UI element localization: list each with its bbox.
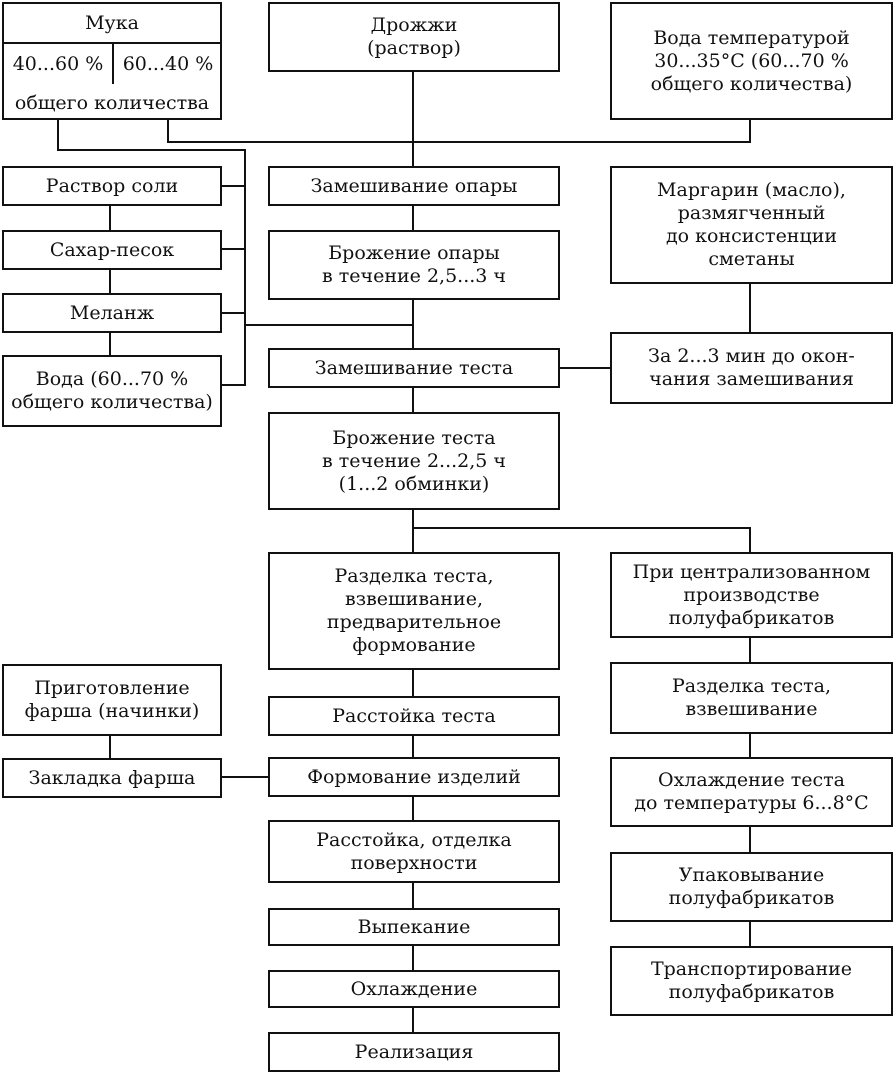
water-left-line-2: общего количества) (11, 391, 213, 413)
dividing-box: Разделка теста, взвешивание, предварител… (268, 552, 560, 670)
sponge-mix-box: Замешивание опары (268, 166, 560, 206)
water-left-box: Вода (60...70 % общего количества) (2, 355, 222, 427)
dough-mix-label: Замешивание теста (314, 356, 514, 379)
water-left-line-1: Вода (60...70 % (35, 368, 189, 390)
shaping-box: Формование изделий (268, 757, 560, 797)
line-flour-right (167, 120, 413, 143)
filling-add-label: Закладка фарша (28, 766, 196, 789)
sugar-label: Сахар-песок (49, 238, 175, 261)
centralized-box: При централизованном производстве полуфа… (610, 552, 893, 638)
line-ferment2-central (413, 527, 751, 552)
dough-ferment-line-2: в течение 2...2,5 ч (322, 449, 506, 472)
sale-label: Реализация (354, 1040, 474, 1063)
sponge-ferment-line-2: в течение 2,5...3 ч (322, 265, 506, 287)
filling-prep-box: Приготовление фарша (начинки) (2, 664, 222, 736)
dividing-line-4: формование (352, 634, 476, 656)
margarine-time-box: За 2...3 мин до окон- чания замешивания (610, 332, 893, 404)
margarine-time-line-2: чания замешивания (649, 368, 854, 390)
yeast-line-2: (раствор) (367, 37, 461, 59)
centralized-line-2: производстве (683, 583, 820, 606)
margarine-line-3: до консистенции (665, 225, 838, 247)
water-top-line-1: Вода температурой (653, 26, 850, 49)
margarine-line-4: сметаны (708, 248, 795, 270)
dividing2-line-2: взвешивание (685, 698, 818, 720)
baking-box: Выпекание (268, 908, 560, 946)
transport-box: Транспортирование полуфабрикатов (610, 946, 893, 1016)
water-top-box: Вода температурой 30...35°С (60...70 % о… (610, 2, 893, 120)
dividing2-box: Разделка теста, взвешивание (610, 662, 893, 734)
sponge-ferment-line-1: Брожение опары (328, 242, 500, 264)
sponge-mix-label: Замешивание опары (310, 174, 518, 197)
dividing-line-2: взвешивание, (345, 588, 483, 610)
flour-part-a: 40...60 % (4, 44, 114, 84)
packing-line-2: полуфабрикатов (668, 887, 835, 909)
final-proof-line-1: Расстойка, отделка (316, 828, 512, 851)
water-top-line-3: общего количества) (650, 72, 853, 95)
proofing-label: Расстойка теста (332, 704, 496, 727)
cooling-dough-line-1: Охлаждение теста (658, 769, 845, 791)
margarine-line-2: размягченный (677, 202, 826, 224)
yeast-line-1: Дрожжи (370, 14, 458, 36)
salt-label: Раствор соли (45, 174, 179, 197)
line-water-top (413, 120, 751, 143)
transport-line-2: полуфабрикатов (668, 981, 835, 1003)
margarine-time-line-1: За 2...3 мин до окон- (648, 345, 855, 367)
filling-prep-line-2: фарша (начинки) (24, 700, 200, 722)
line-flour-left (57, 120, 246, 386)
cooling-box: Охлаждение (268, 970, 560, 1008)
centralized-line-1: При централизованном (632, 560, 871, 583)
dividing-line-3: предварительное (326, 611, 502, 633)
transport-line-1: Транспортирование (650, 958, 853, 980)
final-proof-line-2: поверхности (350, 851, 478, 874)
filling-add-box: Закладка фарша (2, 758, 222, 798)
dividing-line-1: Разделка теста, (334, 565, 494, 587)
margarine-box: Маргарин (масло), размягченный до консис… (610, 166, 893, 284)
salt-box: Раствор соли (2, 166, 222, 206)
packing-box: Упаковывание полуфабрикатов (610, 852, 893, 922)
sponge-ferment-box: Брожение опары в течение 2,5...3 ч (268, 230, 560, 300)
dough-ferment-box: Брожение теста в течение 2...2,5 ч (1...… (268, 412, 560, 510)
sugar-box: Сахар-песок (2, 230, 222, 270)
packing-line-1: Упаковывание (678, 864, 825, 886)
flour-note: общего количества (14, 91, 210, 114)
proofing-box: Расстойка теста (268, 696, 560, 736)
shaping-label: Формование изделий (307, 765, 521, 788)
melange-label: Меланж (69, 301, 155, 324)
flour-title: Мука (4, 4, 220, 44)
melange-box: Меланж (2, 293, 222, 333)
water-top-line-2: 30...35°С (60...70 % (654, 49, 849, 72)
final-proof-box: Расстойка, отделка поверхности (268, 820, 560, 883)
cooling-dough-line-2: до температуры 6...8°С (634, 792, 869, 814)
sale-box: Реализация (268, 1032, 560, 1072)
dough-ferment-line-3: (1...2 обминки) (338, 472, 490, 495)
baking-label: Выпекание (357, 915, 471, 938)
dough-mix-box: Замешивание теста (268, 348, 560, 388)
cooling-label: Охлаждение (350, 977, 478, 1000)
dough-ferment-line-1: Брожение теста (332, 426, 496, 449)
dividing2-line-1: Разделка теста, (671, 675, 831, 697)
cooling-dough-box: Охлаждение теста до температуры 6...8°С (610, 757, 893, 827)
centralized-line-3: полуфабрикатов (668, 606, 835, 629)
flour-box: Мука 40...60 % 60...40 % общего количест… (2, 2, 222, 120)
yeast-box: Дрожжи (раствор) (268, 2, 560, 72)
filling-prep-line-1: Приготовление (34, 677, 190, 699)
flour-part-b: 60...40 % (122, 52, 214, 75)
margarine-line-1: Маргарин (масло), (657, 179, 846, 201)
